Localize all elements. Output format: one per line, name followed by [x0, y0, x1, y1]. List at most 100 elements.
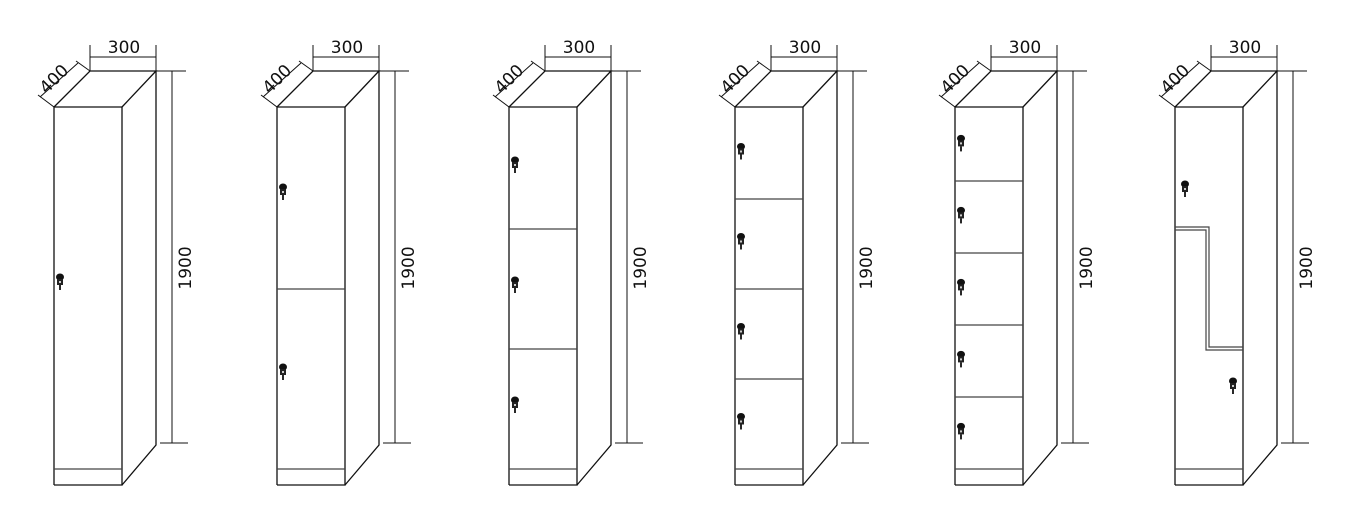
width-label: 300 — [1009, 38, 1041, 58]
lock-head — [737, 323, 745, 330]
width-label: 300 — [108, 38, 140, 58]
locker-front — [53, 106, 123, 486]
lock-keyhole — [514, 284, 516, 286]
lock-keyhole — [740, 420, 742, 423]
lock-head — [1229, 377, 1237, 385]
lock-head — [511, 156, 519, 164]
lock-head — [279, 183, 287, 191]
lock-keyhole — [282, 371, 284, 373]
key-lock-icon — [279, 363, 287, 380]
lock-head — [957, 278, 965, 286]
lock-keyhole — [960, 142, 962, 145]
lock-head — [56, 273, 64, 281]
depth-label: 400 — [36, 61, 73, 98]
depth-ext-back — [530, 60, 546, 72]
locker-top — [53, 70, 158, 108]
lock-keyhole — [960, 286, 962, 289]
depth-label: 400 — [1157, 61, 1194, 98]
width-label: 300 — [563, 38, 595, 58]
locker-front — [508, 106, 578, 486]
depth-label: 400 — [491, 61, 528, 98]
height-label: 1900 — [857, 246, 877, 289]
key-lock-icon — [56, 273, 64, 290]
locker-top — [276, 70, 381, 108]
depth-dim-line — [720, 62, 760, 98]
lock-keyhole — [1184, 188, 1186, 190]
locker-side — [802, 71, 838, 486]
width-label: 300 — [331, 38, 363, 58]
key-lock-icon — [957, 134, 965, 152]
lock-keyhole — [740, 150, 742, 153]
height-label: 1900 — [399, 246, 419, 289]
lock-keyhole — [514, 164, 516, 166]
lock-keyhole — [960, 214, 962, 217]
lock-keyhole — [1232, 385, 1234, 387]
key-lock-icon — [1181, 180, 1189, 197]
locker-top — [508, 70, 613, 108]
locker-front — [276, 106, 346, 486]
locker-side — [121, 71, 157, 486]
locker-1: 300 400 1900 — [36, 38, 196, 486]
key-lock-icon — [957, 206, 965, 224]
key-lock-icon — [737, 413, 745, 430]
lock-keyhole — [740, 330, 742, 333]
key-lock-icon — [957, 278, 965, 296]
depth-ext-back — [298, 60, 314, 72]
depth-ext-back — [976, 60, 992, 72]
lock-head — [957, 134, 965, 142]
depth-dim-line — [1160, 62, 1200, 98]
lock-head — [957, 422, 965, 430]
height-label: 1900 — [176, 246, 196, 289]
lock-keyhole — [282, 191, 284, 193]
locker-4: 300 400 1900 — [717, 38, 877, 486]
lock-head — [511, 276, 519, 284]
lock-keyhole — [960, 358, 962, 361]
depth-label: 400 — [717, 61, 754, 98]
key-lock-icon — [737, 323, 745, 340]
depth-ext-back — [75, 60, 91, 72]
height-label: 1900 — [631, 246, 651, 289]
lock-head — [511, 396, 519, 404]
locker-top — [1174, 70, 1279, 108]
z-door-seam-inner — [1175, 229, 1243, 351]
locker-2: 300 400 1900 — [259, 38, 419, 486]
lock-keyhole — [59, 281, 61, 283]
key-lock-icon — [511, 396, 519, 413]
lock-head — [1181, 180, 1189, 188]
locker-top — [954, 70, 1059, 108]
depth-ext-back — [1196, 60, 1212, 72]
lock-keyhole — [514, 404, 516, 406]
lock-head — [737, 143, 745, 150]
locker-top — [734, 70, 839, 108]
key-lock-icon — [511, 276, 519, 293]
depth-dim-line — [494, 62, 534, 98]
key-lock-icon — [1229, 377, 1237, 394]
depth-label: 400 — [259, 61, 296, 98]
height-label: 1900 — [1077, 246, 1097, 289]
depth-dim-line — [39, 62, 79, 98]
depth-ext-back — [756, 60, 772, 72]
lock-head — [279, 363, 287, 371]
locker-side — [344, 71, 380, 486]
width-label: 300 — [789, 38, 821, 58]
lock-keyhole — [960, 430, 962, 433]
lock-head — [957, 206, 965, 214]
lock-head — [737, 413, 745, 420]
key-lock-icon — [279, 183, 287, 200]
lock-head — [737, 233, 745, 240]
key-lock-icon — [737, 143, 745, 160]
depth-dim-line — [940, 62, 980, 98]
key-lock-icon — [737, 233, 745, 250]
height-label: 1900 — [1297, 246, 1317, 289]
locker-front — [734, 106, 804, 486]
key-lock-icon — [957, 422, 965, 440]
locker-3: 300 400 1900 — [491, 38, 651, 486]
lock-head — [957, 350, 965, 358]
locker-side — [1022, 71, 1058, 486]
z-door-seam — [1175, 226, 1243, 348]
key-lock-icon — [957, 350, 965, 368]
lock-keyhole — [740, 240, 742, 243]
